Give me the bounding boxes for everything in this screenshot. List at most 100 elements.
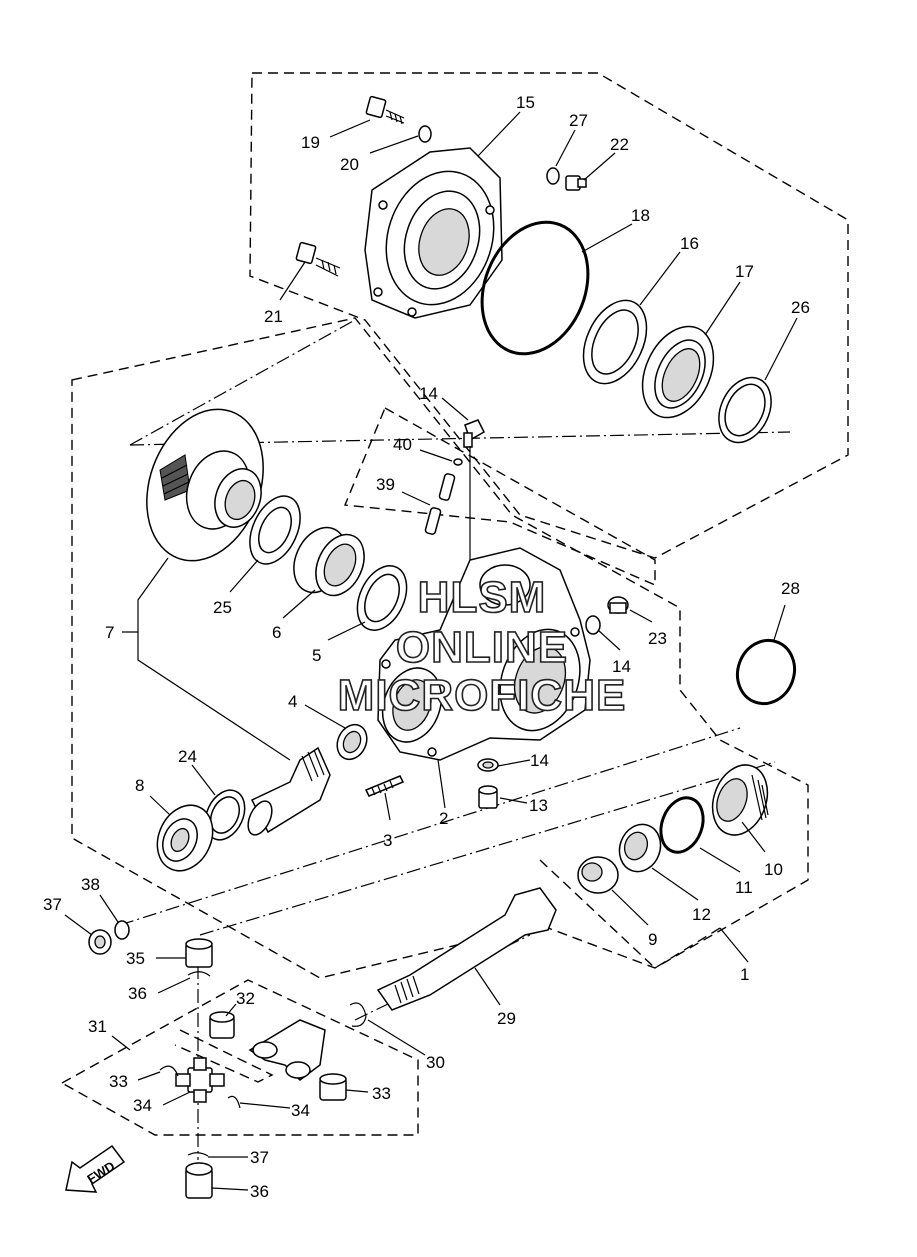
stud-3 (364, 775, 405, 797)
bearing-18 (641, 325, 715, 419)
seal-17 (582, 299, 648, 385)
axis-cover (129, 431, 791, 446)
plug-23 (565, 175, 587, 191)
callout: 30 (426, 1053, 445, 1072)
pinion-gear (247, 746, 331, 836)
callout: 19 (301, 133, 320, 152)
watermark-line-1: HLSM (418, 573, 547, 622)
fwd-arrow-icon: FWD (65, 1144, 126, 1193)
drive-shaft-30 (376, 887, 557, 1011)
nut-38 (88, 929, 112, 955)
outline-pin-group (343, 407, 656, 587)
callout: 3 (383, 831, 392, 850)
watermark: HLSM ONLINE MICROFICHE (337, 572, 627, 721)
bolt-20 (365, 95, 405, 125)
leader-lines (64, 111, 798, 1191)
callout: 25 (213, 598, 232, 617)
callout: 8 (135, 776, 144, 795)
callout: 23 (648, 629, 667, 648)
callout: 22 (610, 135, 629, 154)
group-outlines (60, 72, 849, 1136)
callout: 9 (648, 930, 657, 949)
callout: 7 (105, 623, 114, 642)
bearing-8 (156, 804, 214, 872)
circlip-37-top (187, 971, 211, 977)
shim-27 (718, 376, 772, 444)
bearing-33-left (209, 1011, 235, 1039)
callout: 16 (680, 234, 699, 253)
watermark-line-2: ONLINE (396, 623, 568, 672)
callout: 33 (372, 1084, 391, 1103)
o-ring-29 (736, 638, 796, 706)
circlip-34-left (159, 1065, 179, 1077)
outline-main-group (71, 317, 809, 979)
callout: 21 (264, 307, 283, 326)
axis-drive (199, 761, 776, 936)
bearing-36-bottom (185, 1162, 213, 1199)
outline-joint-group (60, 979, 419, 1136)
washer-28 (546, 167, 560, 185)
bearing-36-top (185, 938, 213, 968)
callouts: 1 2 3 4 5 6 7 8 9 10 11 12 13 14 14 14 1… (43, 93, 810, 1201)
callout: 29 (497, 1009, 516, 1028)
callout: 14 (530, 751, 549, 770)
callout: 6 (272, 623, 281, 642)
axis-cover-top (129, 319, 356, 446)
yoke-31 (248, 1019, 326, 1081)
callout: 40 (393, 435, 412, 454)
callout: 11 (735, 878, 753, 897)
callout: 34 (291, 1101, 310, 1120)
callout: 18 (631, 206, 650, 225)
seal-25 (204, 789, 246, 841)
seal-5 (356, 565, 408, 631)
washer-39 (114, 920, 130, 940)
callout: 2 (439, 809, 448, 828)
callout: 5 (312, 646, 321, 665)
callout: 17 (735, 262, 754, 281)
callout: 37 (43, 895, 62, 914)
callout: 12 (692, 905, 711, 924)
bearing-6 (293, 526, 365, 597)
callout: 37 (250, 1148, 269, 1167)
callout: 35 (126, 949, 145, 968)
callout: 20 (340, 155, 359, 174)
o-ring-11 (659, 796, 705, 854)
callout: 13 (529, 796, 548, 815)
axis-front (119, 727, 741, 926)
pin-40a (438, 473, 456, 501)
spider-35 (175, 1057, 225, 1103)
washer-14-upper (585, 615, 601, 635)
callout: 14 (419, 384, 438, 403)
bolt-22 (295, 241, 341, 277)
washer-26 (249, 495, 301, 565)
callout: 36 (128, 984, 147, 1003)
callout: 4 (288, 692, 297, 711)
callout: 33 (109, 1072, 128, 1091)
callout: 32 (236, 989, 255, 1008)
cover-assembly (295, 95, 772, 444)
leader-7 (122, 557, 169, 633)
watermark-line-3: MICROFICHE (338, 671, 627, 720)
callout: 28 (781, 579, 800, 598)
ring-gear-assembly (146, 408, 264, 562)
callout: 36 (250, 1182, 269, 1201)
sleeve-9 (577, 856, 619, 894)
universal-joint (159, 938, 367, 1199)
plug-13 (478, 785, 498, 809)
callout: 1 (740, 965, 749, 984)
outline-joint-inner (174, 1029, 274, 1083)
callout: 14 (612, 657, 631, 676)
circlip-37-bottom (187, 1152, 209, 1157)
pin-40b (424, 507, 442, 535)
bearing-4 (336, 723, 368, 761)
callout: 39 (376, 475, 395, 494)
outline-sleeve-group (539, 859, 721, 969)
breather-15 (463, 419, 485, 448)
housing-2 (377, 547, 591, 761)
callout: 27 (569, 111, 588, 130)
bearing-33-right (319, 1073, 347, 1101)
callout: 10 (764, 860, 783, 879)
bearing-12 (618, 823, 662, 873)
callout: 24 (178, 747, 197, 766)
